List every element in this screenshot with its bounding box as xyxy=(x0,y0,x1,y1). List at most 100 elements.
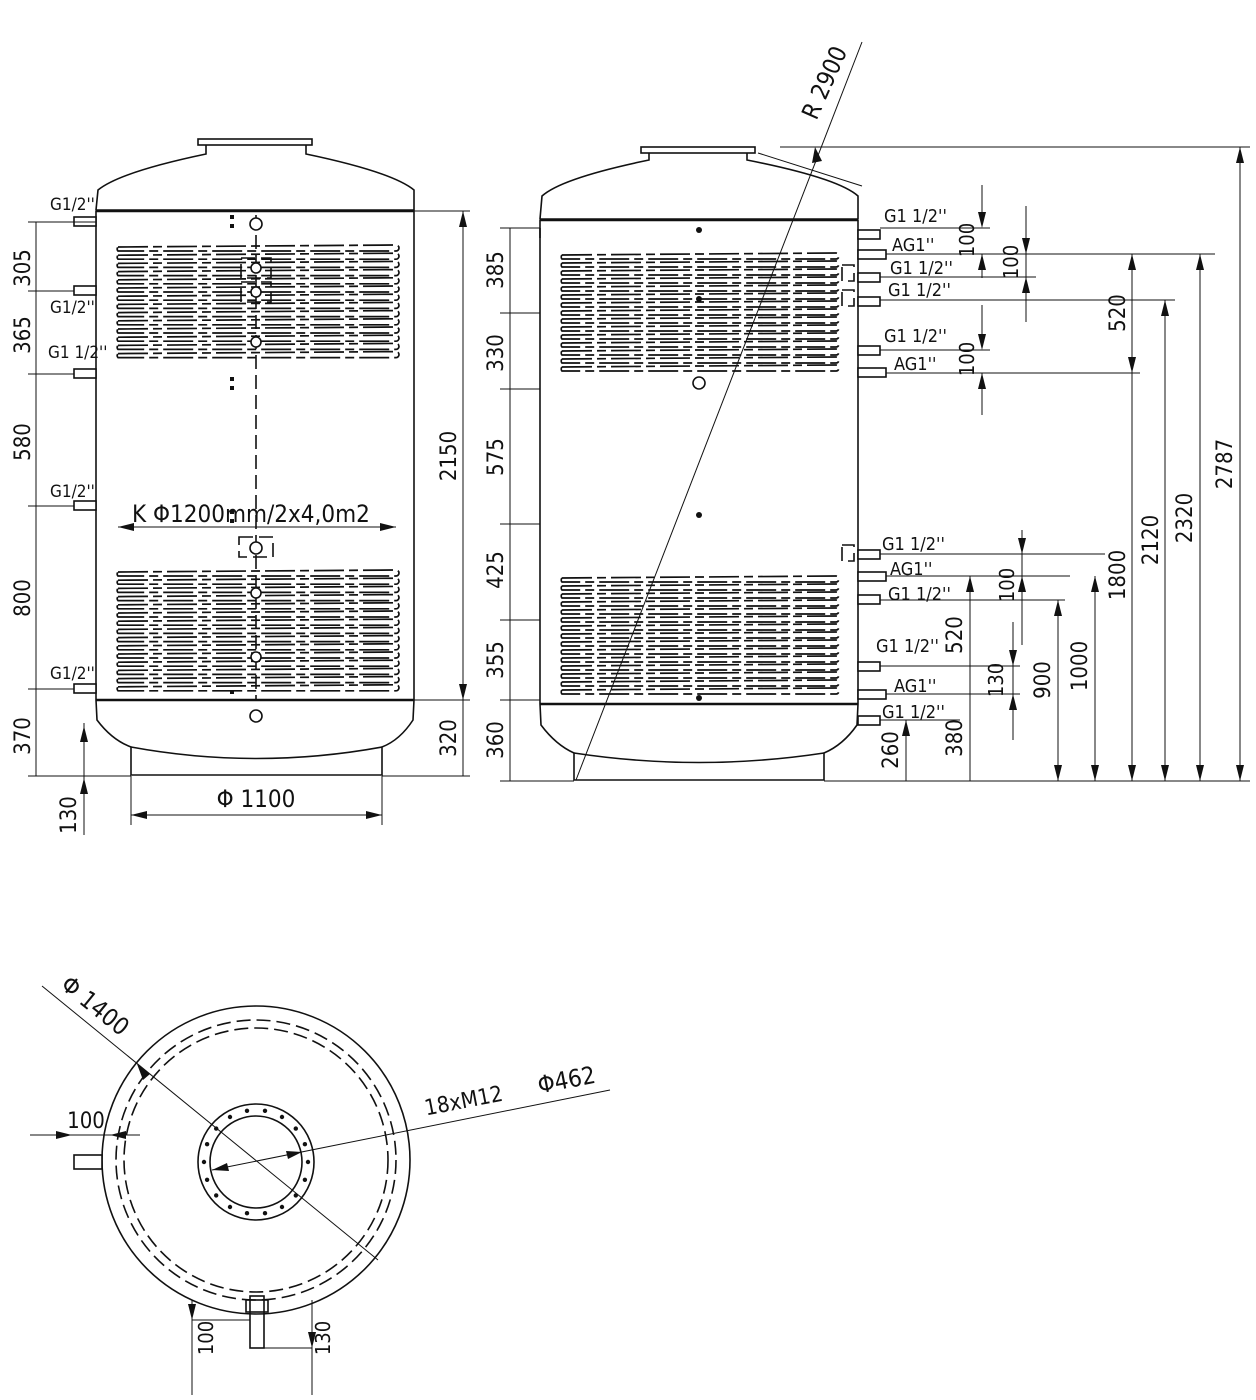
coil-turn xyxy=(560,316,840,324)
front-coil-upper xyxy=(116,244,400,359)
coil-turn xyxy=(560,615,840,623)
flange-bolt xyxy=(214,1193,219,1198)
front-port-label-3: G1 1/2'' xyxy=(48,343,107,363)
front-bottom-dish xyxy=(95,699,415,776)
side-dim-2120: 2120 xyxy=(1139,515,1164,565)
coil-turn xyxy=(116,350,400,359)
side-dim-520-upper: 520 xyxy=(1106,294,1131,332)
coil-turn xyxy=(560,679,840,687)
coil-turn xyxy=(560,348,840,356)
top-flange-diameter: Φ462 xyxy=(535,1061,597,1100)
front-coil-lower xyxy=(116,569,400,692)
coil-turn xyxy=(116,634,400,643)
coil-turn xyxy=(560,276,840,284)
flange-bolt xyxy=(305,1159,311,1165)
top-flange-bolts xyxy=(201,1108,311,1216)
coil-turn xyxy=(560,300,840,308)
front-dim-foot-130: 130 xyxy=(57,796,82,834)
coil-turn xyxy=(116,642,400,651)
side-dim-260: 260 xyxy=(879,731,904,769)
coil-turn xyxy=(560,252,840,260)
coil-turn xyxy=(116,675,400,684)
flange-bolt xyxy=(302,1177,308,1183)
flange-bolt xyxy=(293,1126,298,1131)
front-coil-label: K Φ1200mm/2x4,0m2 xyxy=(132,500,370,528)
side-dim-425: 425 xyxy=(484,551,509,589)
side-view: R 2900 G1 1/2'' AG1'' G1 1/2'' G1 1/2 xyxy=(484,41,1250,782)
coil-turn xyxy=(116,317,400,326)
flange-bolt xyxy=(227,1114,233,1120)
flange-bolt xyxy=(204,1177,210,1183)
coil-turn xyxy=(560,687,840,695)
coil-turn xyxy=(560,308,840,316)
side-dim-1800: 1800 xyxy=(1106,550,1131,600)
side-dim-100-a: 100 xyxy=(955,223,979,257)
flange-bolt xyxy=(244,1108,250,1114)
front-dim-800: 800 xyxy=(11,579,36,617)
coil-turn xyxy=(560,268,840,276)
flange-bolt xyxy=(227,1204,233,1210)
front-port-label-1: G1/2'' xyxy=(50,195,95,215)
coil-turn xyxy=(116,585,400,594)
top-bottom-dim-100: 100 xyxy=(194,1321,218,1355)
side-dim-2787: 2787 xyxy=(1213,439,1238,489)
flange-bolt xyxy=(244,1211,250,1216)
coil-turn xyxy=(560,607,840,615)
side-dome xyxy=(539,153,859,220)
side-port-l4: G1 1/2'' xyxy=(876,636,939,657)
side-port-u5: G1 1/2'' xyxy=(884,326,947,347)
side-dim-385: 385 xyxy=(484,251,509,289)
side-port-l1: G1 1/2'' xyxy=(882,534,945,555)
coil-turn xyxy=(560,284,840,292)
flange-bolt xyxy=(201,1159,207,1165)
side-dim-130: 130 xyxy=(984,663,1008,697)
flange-bolt xyxy=(302,1142,308,1147)
coil-turn xyxy=(116,260,400,269)
coil-turn xyxy=(116,342,400,351)
coil-turn xyxy=(116,244,400,252)
front-base-diameter: Φ 1100 xyxy=(217,785,296,813)
coil-turn xyxy=(560,671,840,679)
top-outer-diameter: Φ 1400 xyxy=(56,970,135,1041)
coil-turn xyxy=(560,631,840,639)
top-side-offset: 100 xyxy=(67,1109,105,1134)
side-port-u3: G1 1/2'' xyxy=(890,258,953,279)
side-port-u2: AG1'' xyxy=(892,235,935,256)
flange-bolt xyxy=(262,1108,268,1114)
coil-turn xyxy=(560,591,840,599)
coil-turn xyxy=(116,309,400,318)
side-port-u4: G1 1/2'' xyxy=(888,280,951,301)
top-flange-bolts-label: 18xM12 xyxy=(423,1082,505,1122)
side-dim-1000: 1000 xyxy=(1068,641,1093,691)
side-coil-upper xyxy=(560,252,840,372)
coil-turn xyxy=(116,268,400,277)
side-dim-330: 330 xyxy=(484,334,509,372)
coil-turn xyxy=(116,301,400,310)
front-port-label-4: G1/2'' xyxy=(50,482,95,502)
coil-turn xyxy=(116,577,400,586)
side-port-l6: G1 1/2'' xyxy=(882,702,945,723)
front-dim-305: 305 xyxy=(11,249,36,287)
side-port-l2: AG1'' xyxy=(890,559,933,580)
coil-turn xyxy=(560,260,840,268)
coil-turn xyxy=(560,364,840,372)
coil-turn xyxy=(116,618,400,627)
coil-turn xyxy=(560,292,840,300)
coil-turn xyxy=(560,340,840,348)
front-port-label-2: G1/2'' xyxy=(50,298,95,318)
coil-turn xyxy=(116,626,400,635)
side-port-u1: G1 1/2'' xyxy=(884,206,947,227)
side-top-flange xyxy=(640,146,756,154)
flange-bolt xyxy=(262,1211,268,1216)
coil-turn xyxy=(560,599,840,607)
front-top-flange xyxy=(197,138,313,146)
side-dim-520-lower: 520 xyxy=(943,616,968,654)
side-dim-100-c: 100 xyxy=(955,342,979,376)
front-dim-580: 580 xyxy=(11,423,36,461)
side-dim-360: 360 xyxy=(484,721,509,759)
coil-turn xyxy=(116,293,400,302)
coil-turn xyxy=(560,332,840,340)
coil-turn xyxy=(116,593,400,602)
coil-turn xyxy=(116,326,400,334)
